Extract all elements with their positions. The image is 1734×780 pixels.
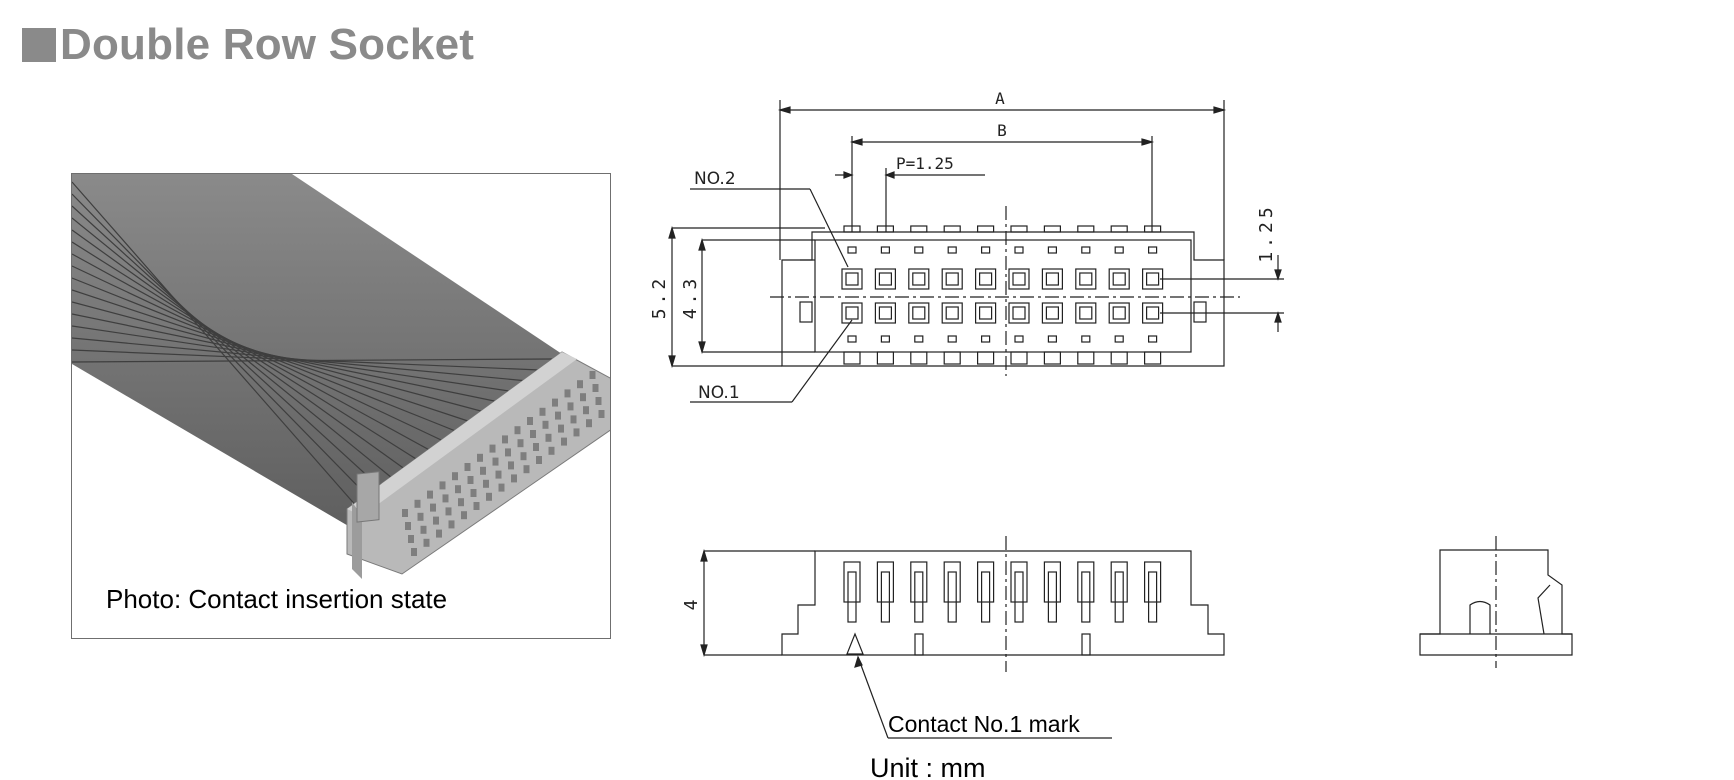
product-photo: Photo: Contact insertion state	[71, 173, 611, 639]
ribbon-cable-connector-image	[72, 174, 610, 579]
page-title: Double Row Socket	[22, 20, 474, 70]
pitch-label: P=1.25	[896, 154, 954, 173]
height-4-3-label: 4.3	[680, 275, 701, 320]
photo-caption: Photo: Contact insertion state	[106, 584, 448, 614]
dimension-a-label: A	[995, 89, 1005, 108]
square-bullet-icon	[22, 28, 56, 62]
front-height-label: 4	[681, 596, 702, 611]
contact-mark-label: Contact No.1 mark	[888, 711, 1080, 737]
page-title-text: Double Row Socket	[60, 20, 475, 69]
unit-label: Unit : mm	[870, 753, 986, 780]
dimension-b-label: B	[997, 121, 1007, 140]
height-5-2-label: 5.2	[649, 275, 670, 320]
pin-no1-label: NO.1	[698, 383, 740, 403]
row-spacing-label: 1.25	[1256, 203, 1277, 262]
pin-no2-label: NO.2	[694, 169, 736, 189]
